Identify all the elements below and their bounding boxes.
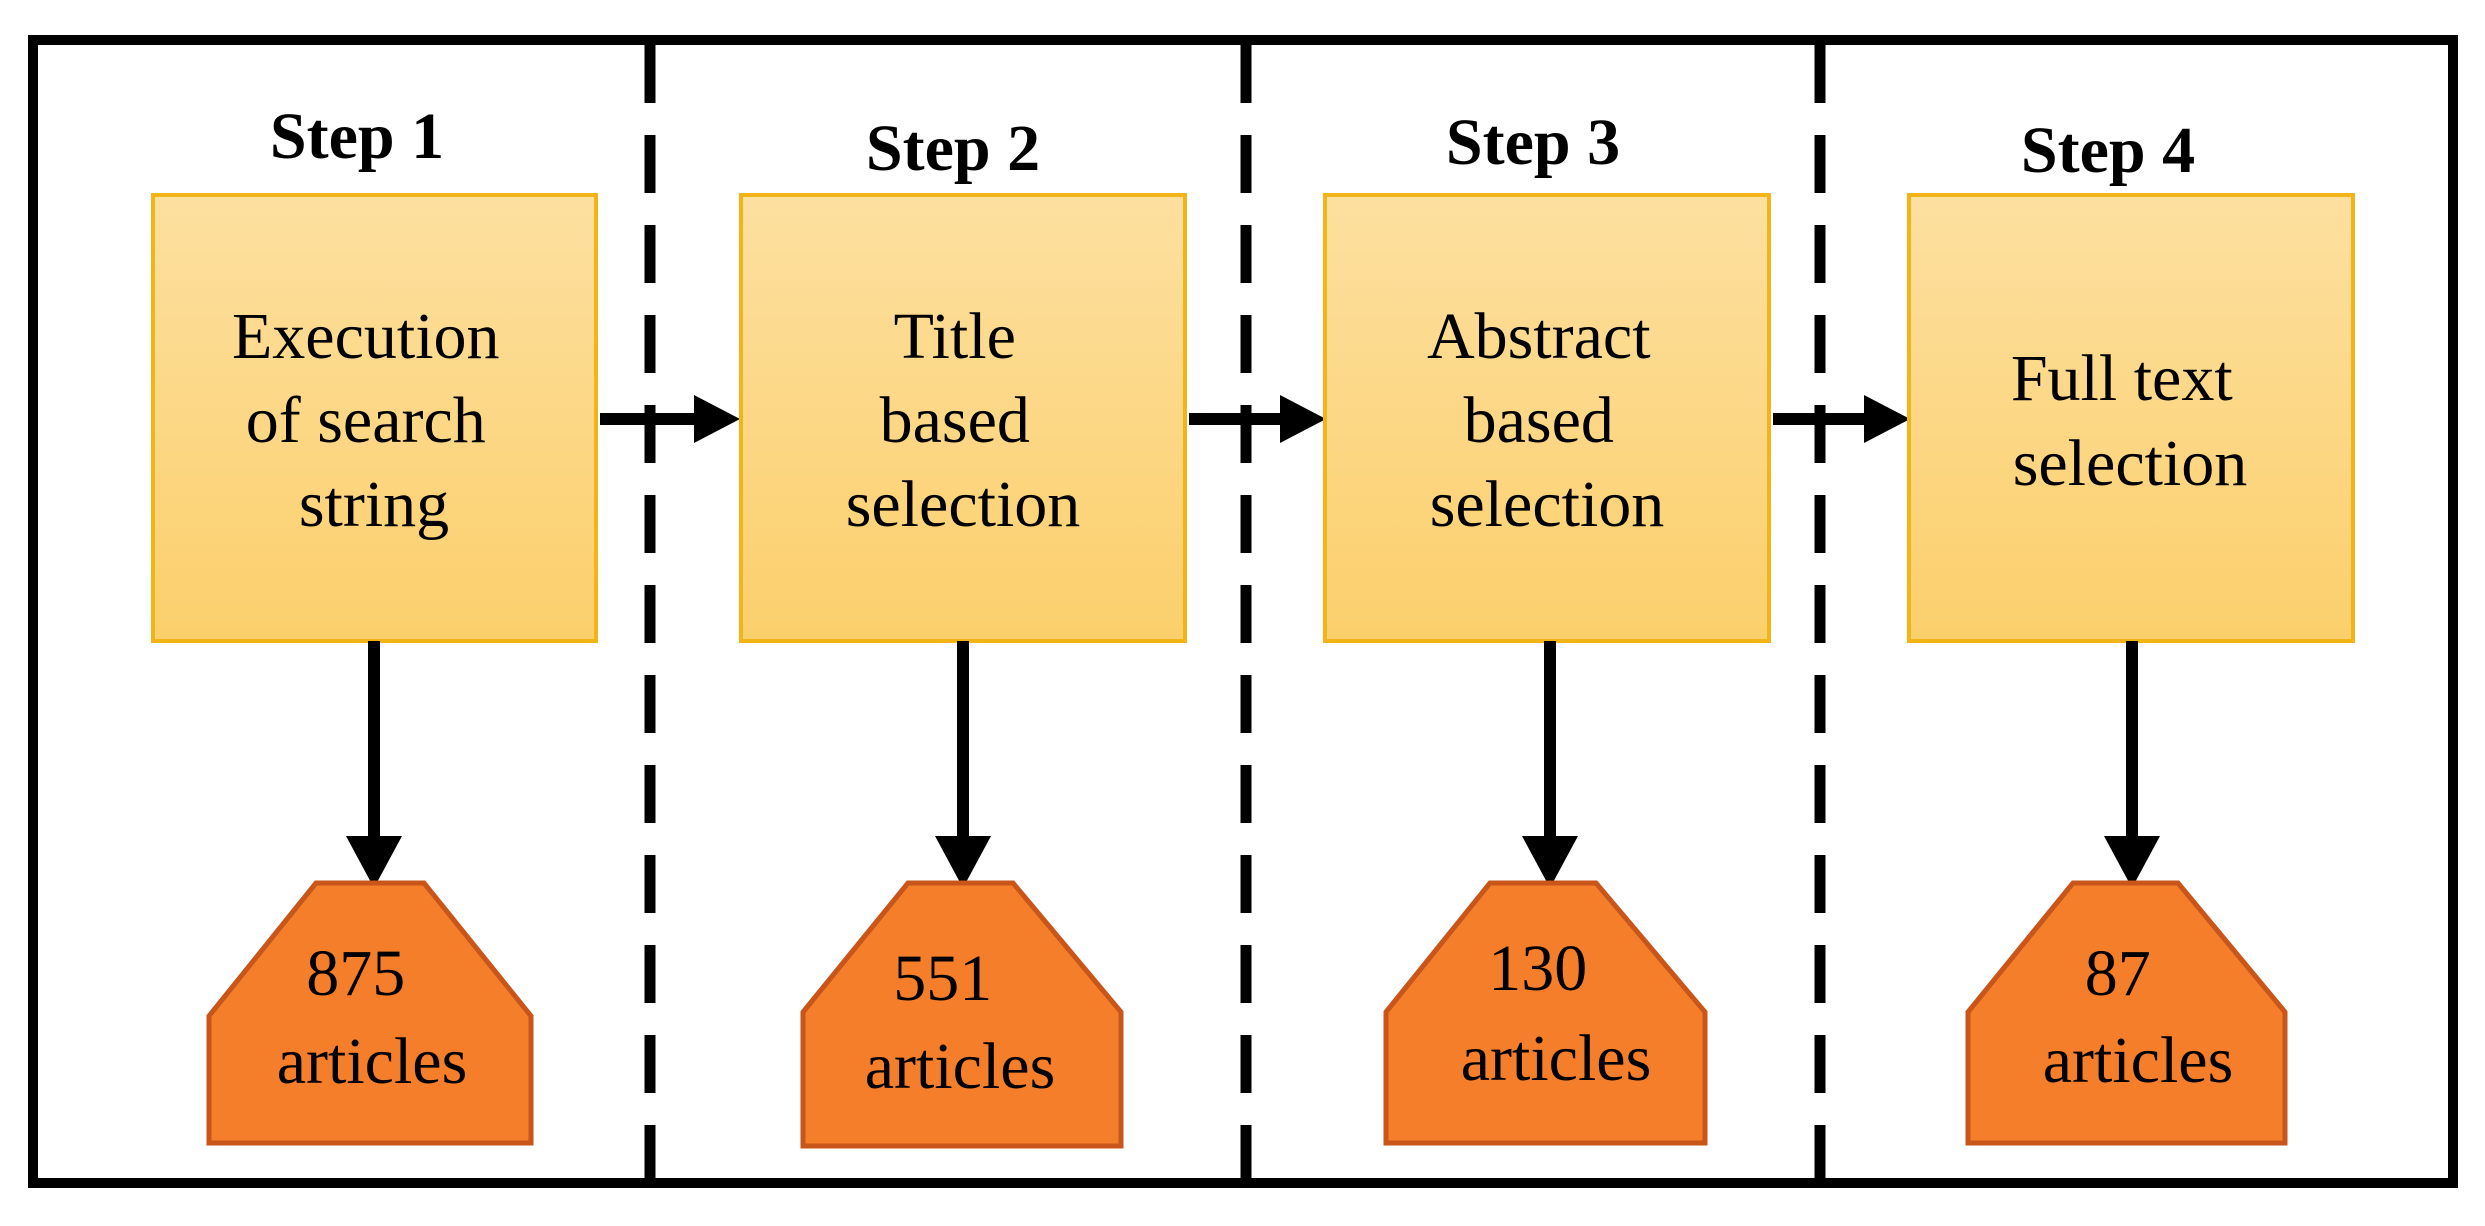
process-line: selection xyxy=(846,468,1081,541)
result-pentagon xyxy=(800,880,1124,1149)
step-2: Step 2 Title based selection 551 article… xyxy=(739,112,1326,1149)
result-count: 130 xyxy=(1488,932,1587,1005)
result-text: 875 articles xyxy=(277,937,468,1098)
down-arrowhead xyxy=(2104,836,2160,888)
process-text: Title based selection xyxy=(846,300,1081,541)
process-line: selection xyxy=(2013,427,2248,500)
process-box xyxy=(739,193,1187,643)
result-pentagon xyxy=(1965,880,2288,1146)
result-unit: articles xyxy=(865,1030,1056,1103)
result-count: 875 xyxy=(306,937,405,1010)
process-line: Full text xyxy=(2011,342,2233,415)
step-3: Step 3 Abstract based selection 130 arti… xyxy=(1323,106,1910,1146)
process-line: Title xyxy=(894,300,1016,373)
down-arrowhead xyxy=(1522,836,1578,888)
outer-frame xyxy=(28,35,2458,1188)
down-arrowhead xyxy=(346,836,402,888)
result-unit: articles xyxy=(1461,1022,1652,1095)
process-line: string xyxy=(299,468,449,541)
right-arrowhead xyxy=(694,395,740,443)
result-pentagon xyxy=(206,880,534,1146)
process-text: Execution of search string xyxy=(232,300,516,541)
step-4: Step 4 Full text selection 87 articles xyxy=(1907,114,2355,1146)
step-label: Step 1 xyxy=(270,100,444,173)
process-box xyxy=(1907,193,2355,643)
result-unit: articles xyxy=(277,1025,468,1098)
step-label: Step 4 xyxy=(2021,114,2195,187)
process-text: Full text selection xyxy=(2011,342,2249,500)
process-line: selection xyxy=(1430,468,1665,541)
process-text: Abstract based selection xyxy=(1427,300,1667,541)
process-line: of search xyxy=(246,384,486,457)
result-unit: articles xyxy=(2043,1024,2234,1097)
result-text: 551 articles xyxy=(865,942,1056,1103)
right-arrowhead xyxy=(1280,395,1326,443)
right-arrowhead xyxy=(1864,395,1910,443)
result-count: 87 xyxy=(2085,937,2151,1010)
process-line: Abstract xyxy=(1427,300,1651,373)
result-text: 87 articles xyxy=(2043,937,2234,1097)
result-count: 551 xyxy=(893,942,992,1015)
step-1: Step 1 Execution of search string 875 ar… xyxy=(151,100,740,1146)
process-box xyxy=(1323,193,1771,643)
step-label: Step 2 xyxy=(866,112,1040,185)
process-line: based xyxy=(880,384,1030,457)
result-text: 130 articles xyxy=(1461,932,1652,1095)
process-line: Execution xyxy=(232,300,500,373)
result-pentagon xyxy=(1383,880,1708,1146)
down-arrowhead xyxy=(935,836,991,888)
process-box xyxy=(151,193,598,643)
step-label: Step 3 xyxy=(1446,106,1620,179)
process-line: based xyxy=(1464,384,1614,457)
